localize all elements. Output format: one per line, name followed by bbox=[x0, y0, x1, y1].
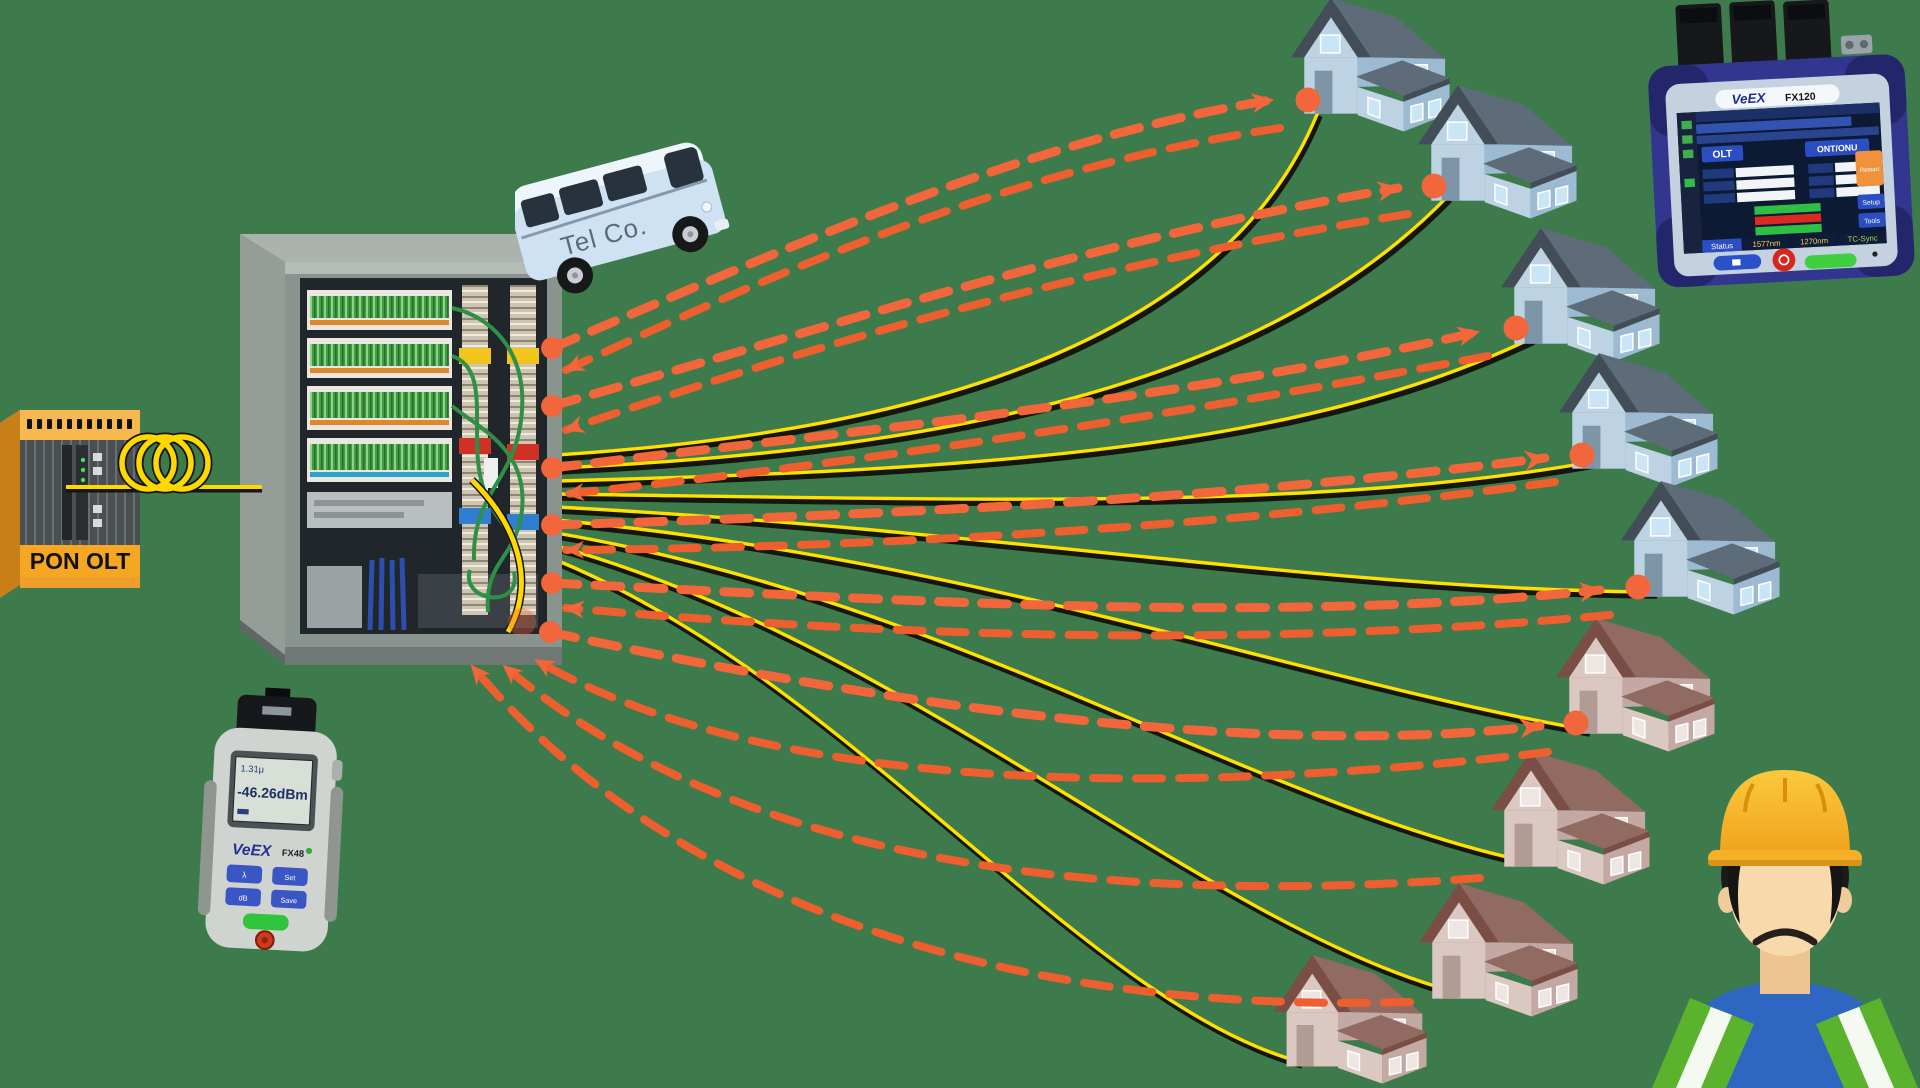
fx48-lcd-wavelength: 1.31μ bbox=[240, 763, 264, 774]
fx120-level-bars bbox=[1754, 203, 1822, 236]
fx120-restart-button bbox=[1855, 150, 1884, 187]
fx120-brand: VeEX bbox=[1731, 90, 1767, 107]
fx48-grips bbox=[197, 759, 344, 922]
olt-side-face bbox=[0, 410, 20, 598]
fx120-sync-tab: TC-Sync bbox=[1847, 233, 1878, 244]
fx120-brand-plate bbox=[1715, 84, 1840, 109]
house-pink-3 bbox=[1413, 880, 1579, 1021]
olt-label: PON OLT bbox=[30, 548, 131, 574]
fx48-brand: VeEX bbox=[232, 841, 274, 860]
fx120-onu-chip bbox=[1804, 138, 1870, 158]
fx48-power-meter: 1.31μ -46.26dBm VeEX FX48 λ Set dB Save bbox=[185, 684, 359, 962]
fx120-tools-button bbox=[1858, 212, 1886, 228]
fx120-setup-label: Setup bbox=[1862, 199, 1880, 207]
fx120-status-tab: Status bbox=[1711, 241, 1734, 251]
internal-fiber bbox=[470, 478, 524, 634]
house-blue-4 bbox=[1553, 350, 1719, 491]
fx120-power-key bbox=[1772, 248, 1796, 272]
fx48-key-set: Set bbox=[284, 873, 295, 883]
technician-neck bbox=[1760, 942, 1810, 994]
fx120-wl2-tab: 1270nm bbox=[1800, 236, 1828, 246]
house-blue-3 bbox=[1495, 225, 1661, 366]
fx120-optical-port bbox=[1840, 34, 1873, 55]
olt-vents bbox=[27, 419, 132, 429]
splitter-cabinet bbox=[222, 230, 572, 675]
field-technician bbox=[1650, 736, 1920, 1088]
pon-olt: PON OLT bbox=[0, 385, 270, 615]
van-headlight bbox=[701, 201, 713, 213]
fx120-olt-label: OLT bbox=[1712, 149, 1733, 161]
shelf-module bbox=[307, 492, 452, 528]
van-windows bbox=[520, 147, 704, 228]
fx120-analyzer: VeEX FX120 OLT ONT/ONU bbox=[1643, 0, 1918, 297]
cabinet-base bbox=[285, 647, 562, 665]
fx48-key-power bbox=[242, 913, 289, 931]
olt-status-leds bbox=[80, 457, 86, 483]
fx120-restart-label: Restart bbox=[1860, 167, 1880, 174]
fx120-sidebar-icons bbox=[1681, 120, 1696, 188]
fx120-model: FX120 bbox=[1785, 92, 1816, 105]
fiber-slack-coil bbox=[117, 432, 213, 494]
fx48-key-lambda: λ bbox=[242, 870, 248, 880]
patch-shelves bbox=[307, 290, 452, 482]
fx120-top-modules bbox=[1675, 0, 1873, 72]
house-blue-5 bbox=[1615, 478, 1781, 619]
telco-van: Tel Co. bbox=[515, 138, 745, 323]
fx48-model: FX48 bbox=[282, 848, 305, 859]
cabinet-top-face bbox=[240, 234, 562, 262]
technician-hardhat bbox=[1720, 770, 1850, 856]
fx48-lcd bbox=[232, 756, 314, 826]
fx48-key-save: Save bbox=[280, 895, 297, 905]
cabinet-side-face bbox=[240, 234, 285, 655]
house-blue-2 bbox=[1412, 82, 1578, 223]
fx120-wl1-tab: 1577nm bbox=[1752, 239, 1780, 249]
technician-vest bbox=[1652, 998, 1918, 1088]
olt-label-band bbox=[20, 545, 140, 577]
van-wheels bbox=[557, 216, 709, 294]
fx120-olt-chip bbox=[1701, 144, 1744, 163]
fx48-lcd-reading: -46.26dBm bbox=[237, 783, 309, 803]
house-pink-2 bbox=[1485, 748, 1651, 889]
fx120-setup-button bbox=[1857, 193, 1885, 210]
cable-bundle-blue bbox=[367, 557, 407, 631]
fx48-keypad: λ Set dB Save bbox=[225, 864, 308, 931]
fx120-test-key bbox=[1804, 253, 1857, 269]
fx120-onu-label: ONT/ONU bbox=[1817, 142, 1858, 154]
hardhat-ridges bbox=[1743, 778, 1827, 813]
house-pink-4 bbox=[1268, 952, 1428, 1088]
technician-frown bbox=[1752, 928, 1818, 946]
fx48-key-db: dB bbox=[238, 893, 247, 902]
fx120-tools-label: Tools bbox=[1864, 218, 1881, 226]
fx120-bottom-bar: Status 1577nm 1270nm TC-Sync bbox=[1702, 230, 1887, 253]
house-pink-1 bbox=[1550, 615, 1716, 756]
